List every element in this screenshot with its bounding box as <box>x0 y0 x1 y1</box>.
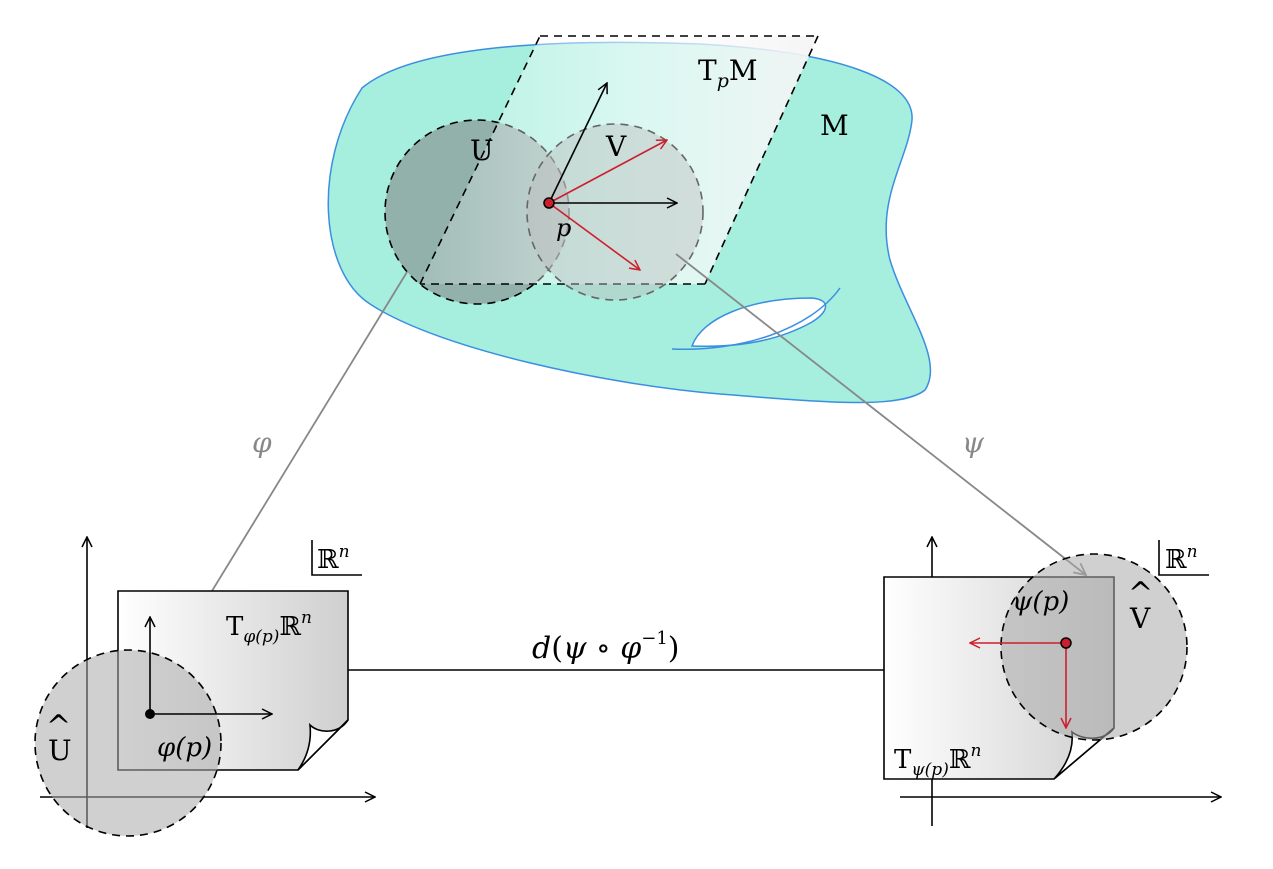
label-rn-left: ℝn <box>317 542 350 575</box>
label-v: V <box>605 130 627 163</box>
hat-v: ^ <box>1128 576 1153 611</box>
label-tangent-space: TpM <box>698 54 758 92</box>
chart-domain-v <box>526 123 704 301</box>
tangent-basis-vectors <box>548 83 677 270</box>
label-m: M <box>820 109 849 142</box>
image-disk-u-hat <box>34 649 222 837</box>
hat-u: ^ <box>46 709 71 744</box>
label-psi: ψ <box>962 426 985 459</box>
label-u-hat: U <box>48 734 72 767</box>
chart-map-psi-arrow <box>675 253 1086 575</box>
rn-left-bracket <box>311 540 362 576</box>
point-p-dot <box>543 197 555 209</box>
label-v-hat: V <box>1129 602 1151 635</box>
tangent-plane-tpm <box>420 36 818 284</box>
label-psi-p: ψ(p) <box>1012 587 1069 617</box>
label-tangent-left: Tφ(p)ℝn <box>226 608 312 647</box>
label-phi: φ <box>252 426 272 459</box>
label-phi-p: φ(p) <box>157 733 212 763</box>
left-euclidean-space: φ(p) U ^ Tφ(p)ℝn ℝn <box>34 537 375 837</box>
right-euclidean-space: ψ(p) V ^ Tψ(p)ℝn ℝn <box>883 537 1221 826</box>
red-vector-up <box>548 140 667 204</box>
label-rn-right: ℝn <box>1165 542 1198 575</box>
red-vector-down <box>548 202 640 270</box>
point-phi-p-dot <box>145 709 155 719</box>
left-page-curl <box>297 719 349 771</box>
tangent-plane-edges <box>419 35 819 285</box>
rn-right-bracket <box>1158 540 1209 576</box>
point-psi-p-dot <box>1060 637 1072 649</box>
label-u: U <box>470 134 494 167</box>
label-tangent-right: Tψ(p)ℝn <box>894 741 981 780</box>
label-p: p <box>556 214 571 242</box>
basis-arrow-up <box>548 83 607 204</box>
image-disk-v-hat <box>1000 553 1188 741</box>
manifold-hole-rim <box>671 287 841 351</box>
label-differential: d(ψ ∘ φ−1) <box>532 628 680 666</box>
manifold-hole <box>690 297 827 348</box>
